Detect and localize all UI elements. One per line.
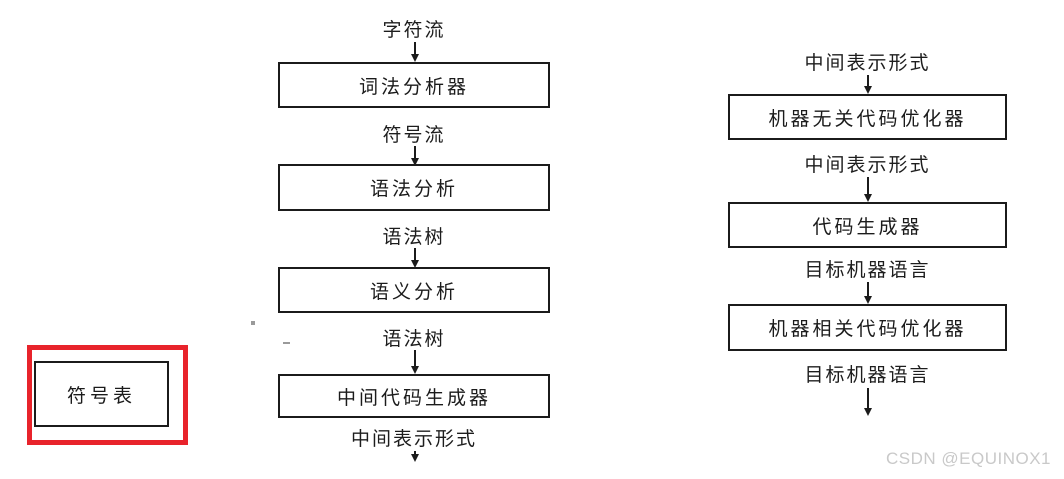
flow-box-label: 代码生成器	[812, 215, 923, 238]
symbol-table-highlight-frame	[27, 345, 188, 445]
back-end-edge-label-target-language: 目标机器语言	[804, 259, 931, 281]
flow-box-lexical-analyzer: 词法分析器	[278, 62, 550, 108]
scan-noise-speck	[283, 342, 290, 344]
front-end-input-label: 字符流	[382, 19, 446, 41]
scan-noise-speck	[251, 321, 255, 325]
flow-box-label: 中间代码生成器	[336, 386, 491, 409]
flow-box-label: 语法分析	[369, 178, 458, 200]
flow-box-machine-independent-optimizer: 机器无关代码优化器	[728, 94, 1007, 140]
front-end-edge-label-syntax-tree-2: 语法树	[382, 328, 446, 350]
arrow-down-icon	[410, 146, 420, 166]
back-end-output-label: 目标机器语言	[804, 364, 931, 386]
flow-box-label: 词法分析器	[358, 75, 469, 98]
flow-box-intermediate-code-generator: 中间代码生成器	[278, 374, 550, 418]
arrow-down-icon	[410, 350, 420, 374]
flow-box-semantic-analysis: 语义分析	[278, 267, 550, 313]
flow-box-machine-dependent-optimizer: 机器相关代码优化器	[728, 304, 1007, 351]
arrow-down-icon	[863, 388, 873, 416]
arrow-down-icon	[863, 177, 873, 202]
flow-box-label: 机器相关代码优化器	[768, 318, 967, 340]
flow-box-syntax-analysis: 语法分析	[278, 164, 550, 211]
flow-box-label: 语义分析	[369, 280, 458, 303]
symbol-table-label: 符号表	[66, 384, 136, 407]
flow-box-label: 机器无关代码优化器	[768, 107, 967, 130]
arrow-down-icon	[863, 75, 873, 94]
front-end-edge-label-syntax-tree-1: 语法树	[382, 226, 446, 248]
front-end-output-label: 中间表示形式	[350, 428, 477, 450]
arrow-down-icon	[410, 248, 420, 268]
symbol-table-box: 符号表	[34, 361, 169, 427]
front-end-edge-label-token-stream: 符号流	[382, 124, 446, 146]
arrow-down-icon	[863, 282, 873, 304]
arrow-down-icon	[410, 42, 420, 62]
csdn-watermark: CSDN @EQUINOX1	[886, 449, 1052, 468]
arrow-down-icon	[410, 451, 420, 462]
flow-box-code-generator: 代码生成器	[728, 202, 1007, 248]
back-end-input-label: 中间表示形式	[804, 52, 931, 74]
back-end-edge-label-ir: 中间表示形式	[804, 154, 931, 176]
